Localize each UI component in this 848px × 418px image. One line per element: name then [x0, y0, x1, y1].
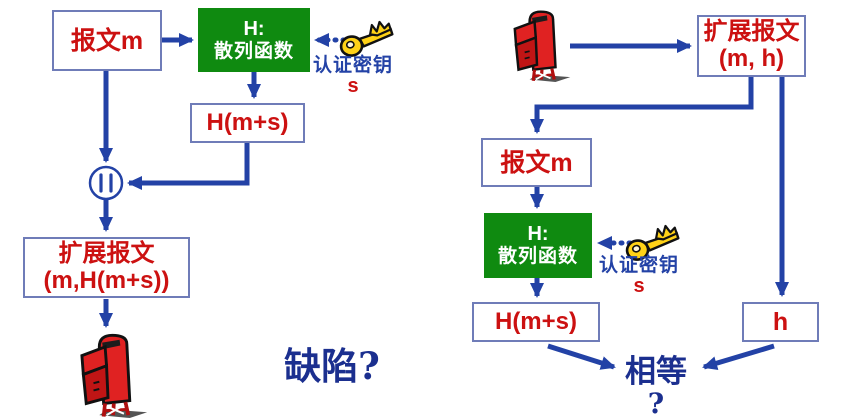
right-extended-message-line1: 扩展报文: [703, 18, 800, 46]
mailbox-icon: [513, 10, 571, 82]
flaw-question-label: 缺陷?: [284, 344, 380, 388]
right-hash-label-line1: H:: [527, 223, 549, 246]
arrow-hms-to-equal: [547, 343, 616, 370]
right-hash-label-line2: 散列函数: [497, 246, 578, 268]
arrow-ext-to-msg: [530, 77, 754, 134]
left-hash-function-box: H: 散列函数: [198, 8, 310, 72]
right-message-label: 报文m: [500, 148, 573, 177]
arrow-hms-to-concat: [127, 143, 250, 190]
key-icon: [625, 224, 680, 261]
right-auth-key-symbol: s: [633, 274, 645, 297]
mailbox-icon: [80, 333, 148, 418]
left-extended-message-box: 扩展报文 (m,H(m+s)): [23, 237, 190, 298]
equal-question-text: 相等 ?: [606, 356, 706, 418]
left-hash-result-label: H(m+s): [206, 108, 289, 136]
left-hash-result-box: H(m+s): [190, 103, 305, 143]
left-hash-label-line2: 散列函数: [213, 40, 294, 62]
key-icon: [339, 20, 394, 57]
equal-question-line2: ?: [647, 386, 665, 418]
arrow-h-to-equal: [702, 343, 775, 370]
right-auth-key-label: 认证密钥 s: [592, 256, 686, 297]
right-extended-message-box: 扩展报文 (m, h): [697, 15, 806, 77]
right-hash-result-label: H(m+s): [494, 307, 578, 335]
right-extended-message-line2: (m, h): [718, 45, 785, 72]
equal-question-line1: 相等: [625, 354, 687, 390]
left-hash-label-line1: H:: [243, 17, 265, 40]
right-hash-result-box: H(m+s): [472, 302, 600, 342]
left-auth-key-symbol: s: [347, 74, 359, 97]
left-extended-message-line2: (m,H(m+s)): [43, 266, 170, 294]
left-message-label: 报文m: [70, 26, 144, 55]
concat-circle: [88, 165, 124, 201]
right-received-hash-label: h: [772, 308, 789, 336]
left-auth-key-label: 认证密钥 s: [306, 56, 400, 97]
right-message-box: 报文m: [481, 138, 592, 187]
left-auth-key-text: 认证密钥: [312, 55, 393, 76]
left-message-box: 报文m: [52, 10, 162, 71]
right-auth-key-text: 认证密钥: [598, 255, 679, 276]
flaw-question-text: 缺陷?: [268, 347, 396, 386]
left-extended-message-line1: 扩展报文: [58, 239, 155, 267]
right-hash-function-box: H: 散列函数: [484, 213, 592, 278]
right-received-hash-box: h: [742, 302, 819, 342]
